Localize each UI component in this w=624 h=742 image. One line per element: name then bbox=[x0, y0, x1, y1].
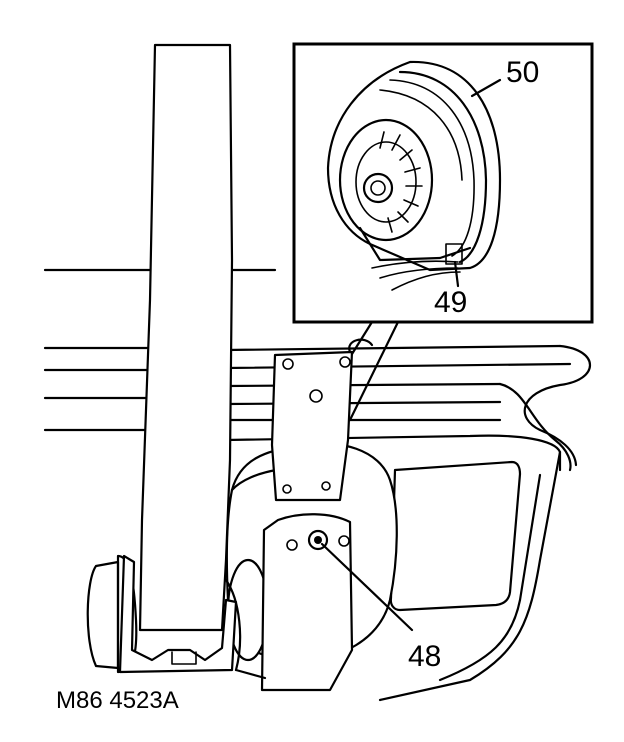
fixing-plate bbox=[260, 513, 354, 692]
body-panel-lines bbox=[43, 268, 572, 432]
figure-code: M86 4523A bbox=[56, 687, 179, 714]
detail-inset bbox=[292, 42, 594, 324]
inset-pointer bbox=[348, 320, 400, 422]
pillar bbox=[138, 43, 234, 632]
fan-blades bbox=[379, 131, 423, 233]
body-side-panel bbox=[224, 344, 591, 702]
callout-48: 48 bbox=[408, 640, 441, 673]
leader-48 bbox=[320, 542, 414, 632]
callout-50: 50 bbox=[506, 56, 539, 89]
duct-assembly bbox=[86, 554, 267, 680]
callout-49: 49 bbox=[434, 286, 467, 319]
